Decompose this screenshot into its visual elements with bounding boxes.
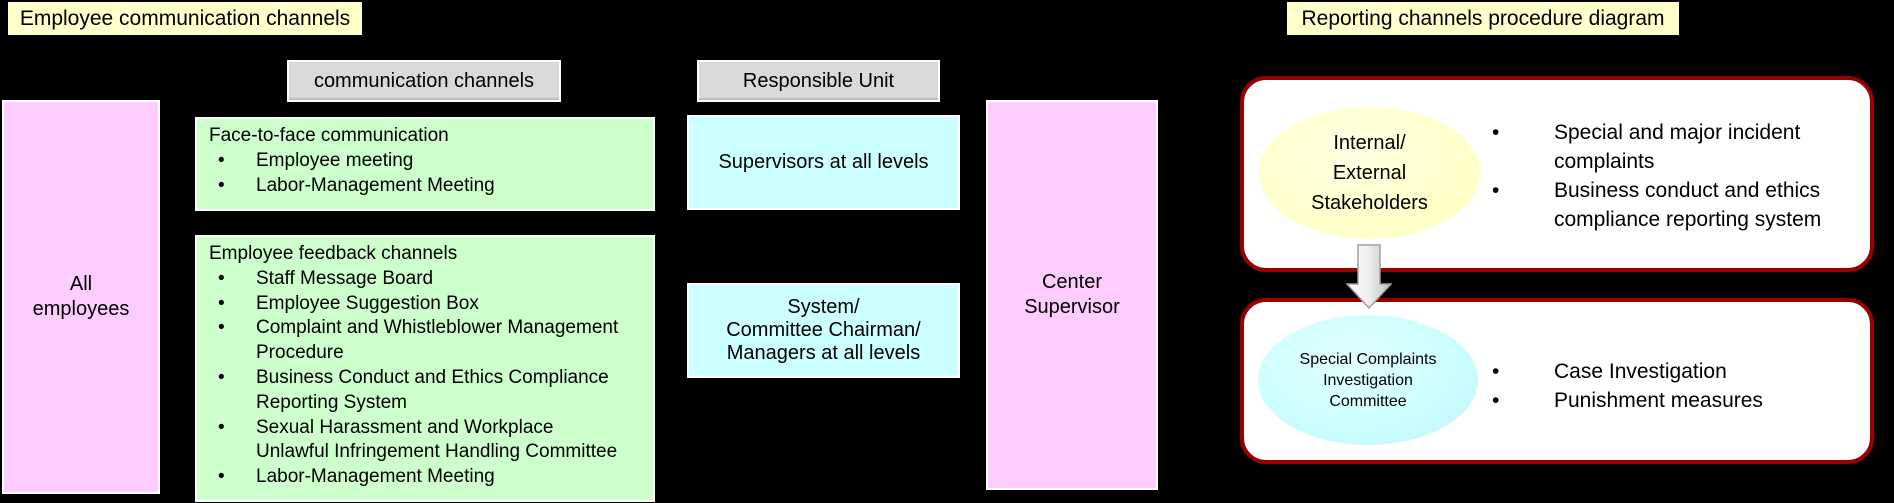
all-employees-box: All employees [2,100,160,494]
bullet-marker: • [218,267,225,289]
committee-list: • Case Investigation • Punishment measures [1478,357,1866,415]
bullet-item: • Case Investigation [1478,357,1866,386]
face-to-face-box: Face-to-face communication • Employee mee… [195,117,655,211]
down-arrow-icon [1346,244,1392,310]
right-diagram-title: Reporting channels procedure diagram [1287,2,1679,35]
bullet-text: Complaint and Whistleblower Management P… [256,317,619,364]
bullet-text: Punishment measures [1554,389,1763,412]
bullet-text: Business Conduct and Ethics Compliance R… [256,366,609,413]
bullet-text: Special and major incident complaints [1554,121,1801,173]
bullet-item: • Business conduct and ethics compliance … [1478,176,1866,234]
bullet-marker: • [218,416,225,438]
bullet-item: • Complaint and Whistleblower Management … [209,316,643,366]
bullet-marker: • [1492,179,1500,202]
bullet-text: Business conduct and ethics compliance r… [1554,179,1822,231]
face-to-face-list: • Employee meeting • Labor-Management Meeti… [209,149,643,199]
bullet-text: Employee Suggestion Box [256,292,479,314]
bullet-text: Sexual Harassment and Workplace Unlawful… [256,416,618,463]
bullet-text: Case Investigation [1554,360,1727,383]
system-committee-box: System/ Committee Chairman/ Managers at … [687,283,960,378]
stakeholders-ellipse: Internal/ External Stakeholders [1259,107,1480,239]
bullet-marker: • [218,292,225,314]
bullet-marker: • [218,466,225,488]
feedback-box: Employee feedback channels • Staff Messag… [195,235,655,502]
bullet-item: • Special and major incident complaints [1478,118,1866,176]
column-header-communication-channels: communication channels [287,60,561,102]
bullet-marker: • [218,149,225,171]
stakeholders-list: • Special and major incident complaints • B… [1478,118,1866,234]
bullet-item: • Staff Message Board [209,267,643,292]
bullet-marker: • [1492,389,1500,412]
bullet-item: • Sexual Harassment and Workplace Unlawfu… [209,416,643,466]
feedback-list: • Staff Message Board • Employee Suggestion… [209,267,643,490]
bullet-text: Staff Message Board [256,267,434,289]
bullet-text: Employee meeting [256,149,414,171]
feedback-header: Employee feedback channels [209,243,458,264]
bullet-item: • Employee Suggestion Box [209,292,643,317]
bullet-marker: • [1492,121,1500,144]
bullet-marker: • [218,317,225,339]
bullet-item: • Labor-Management Meeting [209,174,643,199]
column-header-responsible-unit: Responsible Unit [697,60,940,102]
bullet-item: • Employee meeting [209,149,643,174]
bullet-item: • Labor-Management Meeting [209,465,643,490]
bullet-item: • Business Conduct and Ethics Compliance … [209,366,643,416]
bullet-text: Labor-Management Meeting [256,466,495,488]
bullet-text: Labor-Management Meeting [256,174,495,196]
left-diagram-title: Employee communication channels [8,2,362,35]
bullet-marker: • [218,174,225,196]
bullet-item: • Punishment measures [1478,386,1866,415]
face-to-face-header: Face-to-face communication [209,125,449,146]
bullet-marker: • [218,366,225,388]
bullet-marker: • [1492,360,1500,383]
committee-ellipse: Special Complaints Investigation Committ… [1258,315,1478,445]
supervisors-box: Supervisors at all levels [687,115,960,210]
center-supervisor-box: Center Supervisor [986,100,1158,490]
